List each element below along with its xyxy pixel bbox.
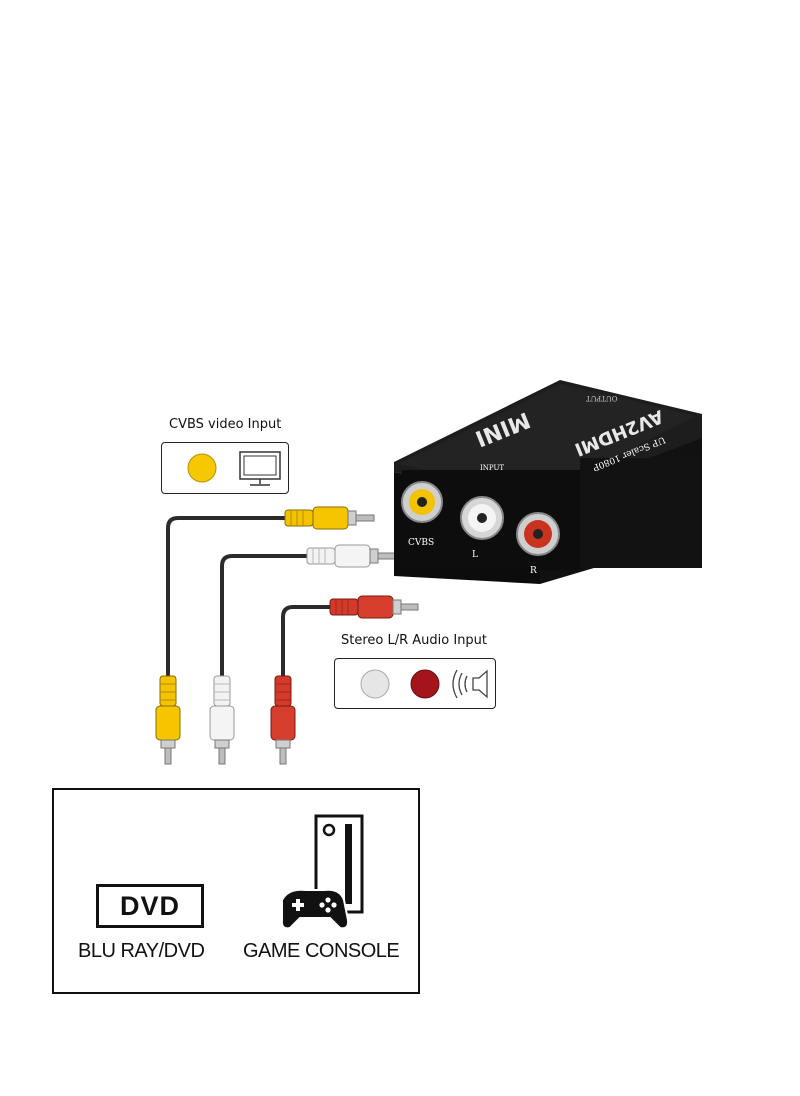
video-legend-box bbox=[161, 442, 289, 494]
device-output-label: OUTPUT bbox=[586, 394, 618, 402]
yellow-dot-icon bbox=[187, 453, 217, 483]
av2hdmi-converter bbox=[394, 380, 702, 584]
device-input-label: INPUT bbox=[480, 464, 505, 472]
port-label-r: R bbox=[530, 566, 537, 576]
source-label-bluray: BLU RAY/DVD bbox=[78, 940, 205, 962]
yellow-plug-top bbox=[284, 506, 375, 530]
right-audio-port bbox=[516, 512, 560, 556]
audio-legend-icons bbox=[360, 669, 488, 699]
monitor-icon bbox=[239, 451, 281, 486]
red-plug-bottom bbox=[270, 675, 296, 765]
white-cable-wire bbox=[220, 554, 312, 680]
game-console-icon bbox=[280, 814, 364, 930]
dvd-badge: DVD bbox=[96, 884, 204, 928]
white-dot-icon bbox=[360, 669, 390, 699]
red-plug-top bbox=[329, 595, 419, 619]
red-dot-icon bbox=[410, 669, 440, 699]
source-label-game-console: GAME CONSOLE bbox=[243, 940, 400, 962]
audio-legend-box bbox=[334, 658, 496, 709]
white-plug-bottom bbox=[209, 675, 235, 765]
port-label-l: L bbox=[472, 550, 478, 560]
left-audio-port bbox=[460, 496, 504, 540]
video-legend-caption: CVBS video Input bbox=[169, 417, 282, 432]
cvbs-port bbox=[401, 481, 443, 523]
white-plug-top bbox=[306, 544, 401, 568]
red-cable-wire bbox=[281, 605, 335, 680]
yellow-cable-wire bbox=[166, 516, 290, 680]
speaker-icon bbox=[452, 669, 488, 699]
yellow-plug-bottom bbox=[155, 675, 181, 765]
audio-legend-caption: Stereo L/R Audio Input bbox=[341, 633, 488, 648]
port-label-cvbs: CVBS bbox=[408, 538, 435, 548]
source-devices-box: DVD BLU RAY/DVD GAME CONSOLE bbox=[52, 788, 420, 994]
video-legend-icons bbox=[187, 451, 281, 486]
